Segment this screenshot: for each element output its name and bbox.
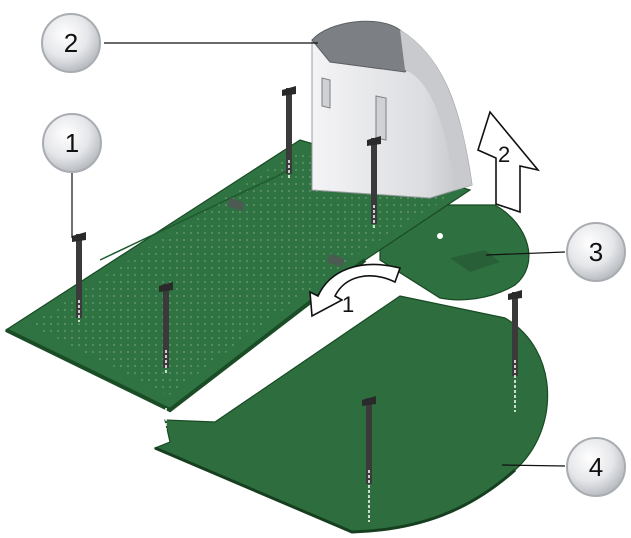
peg-main-back (282, 86, 296, 180)
step-arrow-1-label: 1 (342, 292, 354, 317)
peg-station (367, 136, 381, 228)
callout-2: 2 (41, 13, 101, 73)
step-arrow-1: 1 (309, 263, 402, 318)
extension-plate-3-hole (437, 233, 443, 239)
callout-1: 1 (42, 113, 102, 173)
leader-line-4 (501, 464, 566, 467)
extension-plate-3 (379, 204, 530, 301)
step-arrow-2-label: 2 (498, 142, 510, 167)
peg-base-right (508, 290, 522, 412)
plate-clip-left (227, 198, 245, 211)
peg-main-left (72, 232, 86, 322)
base-plate-4-rim (154, 446, 516, 534)
charging-station-side (400, 30, 472, 190)
callout-1-label: 1 (65, 128, 79, 158)
callout-3-label: 3 (589, 237, 603, 267)
callout-4-label: 4 (589, 452, 603, 482)
main-plate-dots (30, 152, 452, 396)
callout-3: 3 (566, 222, 626, 282)
peg-main-front (159, 282, 173, 374)
charging-contact-right (375, 95, 387, 141)
main-plate-seam (99, 169, 291, 261)
charging-contact-left (321, 77, 331, 109)
plate-clip-right (327, 254, 345, 267)
callout-2-label: 2 (64, 28, 78, 58)
leader-line-3 (485, 251, 566, 256)
peg-base-center (362, 396, 376, 522)
main-plate-edge (5, 258, 367, 413)
step-arrow-2: 2 (477, 110, 541, 214)
callout-4: 4 (566, 437, 626, 497)
